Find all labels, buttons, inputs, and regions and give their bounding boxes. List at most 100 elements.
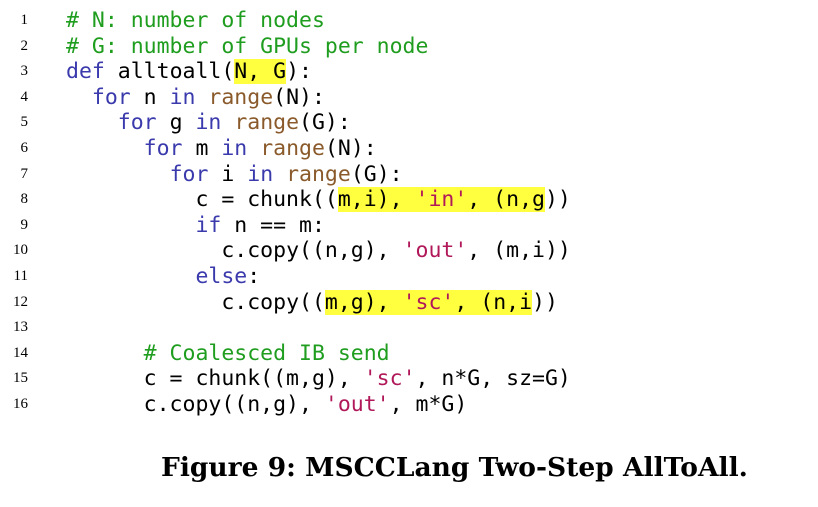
line-number: 15 (13, 370, 28, 387)
code-text: c.copy((n,g), 'out', m*G) (66, 391, 468, 417)
code-text: c.copy((n,g), 'out', (m,i)) (66, 238, 571, 263)
code-token: c = chunk((m,g), (143, 366, 364, 392)
code-line: 6 for m in range(N): (0, 136, 818, 162)
code-line: 14 # Coalesced IB send (0, 341, 818, 367)
code-text: c = chunk((m,i), 'in', (n,g)) (66, 187, 571, 213)
code-text: for m in range(N): (66, 136, 377, 161)
code-token: c.copy((n,g), (143, 391, 325, 417)
code-indent (66, 341, 144, 366)
code-indent (66, 187, 195, 212)
line-number: 9 (20, 216, 29, 233)
code-token: , (n,g (467, 187, 545, 213)
code-token: c.copy(( (221, 289, 325, 315)
code-token: in (247, 161, 274, 187)
code-token: # Coalesced IB send (143, 340, 390, 366)
code-token: m,i), (337, 187, 416, 213)
code-token: , m*G) (389, 391, 468, 417)
code-token: 'sc' (363, 366, 416, 392)
line-number: 14 (13, 344, 28, 361)
code-indent (66, 85, 92, 110)
code-indent (66, 238, 221, 263)
code-token: range (260, 135, 325, 161)
code-line: 5 for g in range(G): (0, 110, 818, 136)
code-text: if n == m: (66, 212, 325, 238)
code-token: # N: number of nodes (66, 8, 325, 33)
code-token: in (169, 84, 196, 110)
code-token: g (156, 110, 196, 136)
line-number: 7 (20, 165, 29, 182)
code-token: def (66, 59, 105, 85)
code-indent (66, 213, 195, 238)
code-token: i (208, 161, 248, 187)
code-line: 12 c.copy((m,g), 'sc', (n,i)) (0, 289, 818, 316)
code-token: range (208, 84, 274, 110)
code-token: range (286, 161, 351, 187)
code-indent (66, 290, 221, 315)
line-number: 10 (13, 242, 28, 259)
code-line: 9 if n == m: (0, 213, 818, 239)
code-token: range (234, 110, 300, 136)
code-text: for n in range(N): (66, 85, 325, 110)
code-line: 1 # N: number of nodes (0, 8, 818, 34)
code-token: c.copy((n,g), (221, 238, 403, 264)
code-token: )) (532, 289, 558, 315)
line-number: 3 (20, 63, 29, 80)
code-token: m,g), (324, 289, 403, 315)
code-token: 'sc' (402, 289, 455, 315)
code-text: # N: number of nodes (66, 8, 325, 33)
code-token: alltoall( (104, 59, 235, 85)
line-number: 4 (20, 88, 29, 105)
code-token: )) (544, 187, 571, 213)
line-number: 1 (20, 12, 29, 28)
code-token: in (195, 110, 222, 136)
code-token: , n*G, sz=G) (415, 366, 571, 392)
code-indent (66, 136, 144, 161)
code-token: (N): (273, 84, 325, 110)
code-token: N, G (234, 59, 287, 85)
code-text: else: (66, 264, 260, 289)
code-token: n == m: (221, 212, 325, 238)
code-token: : (247, 263, 261, 289)
code-line: 15 c = chunk((m,g), 'sc', n*G, sz=G) (0, 366, 818, 392)
code-indent (66, 162, 170, 187)
code-indent (66, 110, 118, 135)
code-token: (G): (299, 110, 351, 136)
code-indent (66, 366, 144, 391)
code-token: # G: number of GPUs per node (66, 33, 429, 59)
code-line: 8 c = chunk((m,i), 'in', (n,g)) (0, 187, 818, 213)
code-token: n (130, 84, 170, 110)
code-token: 'in' (415, 187, 468, 213)
code-token: for (169, 161, 209, 187)
code-text: # G: number of GPUs per node (66, 34, 428, 59)
code-text: for i in range(G): (66, 162, 403, 187)
code-line: 13 (0, 315, 818, 341)
code-token (221, 110, 234, 135)
code-token: (N): (324, 135, 377, 161)
code-line: 2 # G: number of GPUs per node (0, 34, 818, 60)
code-indent (66, 264, 195, 289)
code-token: , (n,i (454, 289, 533, 315)
line-number: 5 (20, 114, 29, 131)
code-token (273, 162, 286, 187)
code-text: c.copy((m,g), 'sc', (n,i)) (66, 289, 558, 315)
code-text: c = chunk((m,g), 'sc', n*G, sz=G) (66, 366, 571, 391)
code-token: , (m,i)) (467, 238, 571, 264)
line-number: 2 (20, 37, 29, 54)
code-line: 7 for i in range(G): (0, 162, 818, 188)
line-number: 11 (13, 267, 28, 284)
code-token: if (195, 212, 222, 238)
figure-caption: Figure 9: MSCCLang Two-Step AllToAll. (161, 452, 748, 483)
code-line: 16 c.copy((n,g), 'out', m*G) (0, 392, 818, 418)
line-number: 13 (13, 319, 28, 336)
line-number: 8 (20, 191, 29, 208)
code-token: for (91, 84, 131, 110)
code-indent (66, 392, 144, 417)
code-token: m (182, 135, 222, 161)
code-line: 4 for n in range(N): (0, 85, 818, 111)
code-token: for (117, 110, 157, 136)
code-token: c = chunk(( (195, 187, 338, 213)
line-number: 6 (20, 139, 29, 156)
code-token (247, 136, 260, 161)
code-token (195, 85, 208, 110)
